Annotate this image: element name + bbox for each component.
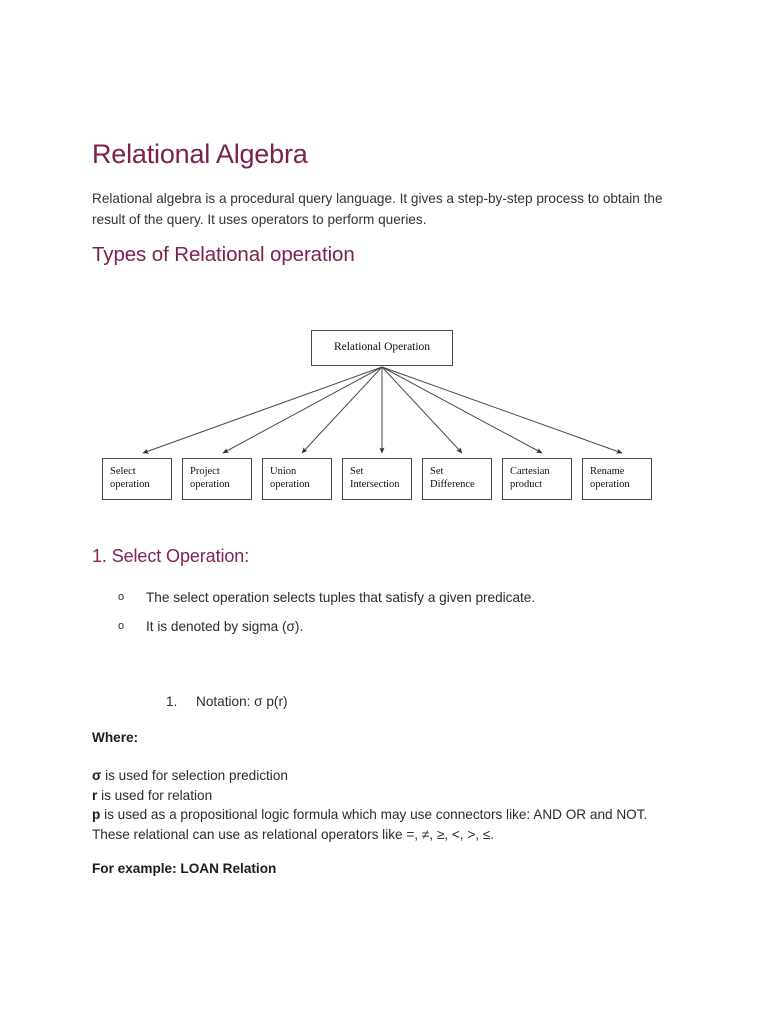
diagram-node-set-difference: Set Difference <box>422 458 492 500</box>
diagram-node-project-operation: Project operation <box>182 458 252 500</box>
page-title: Relational Algebra <box>92 139 308 169</box>
diagram-connectors <box>142 366 623 454</box>
diagram-node-cartesian-product: Cartesian product <box>502 458 572 500</box>
node-label-line2: Difference <box>430 479 475 490</box>
node-label-line1: Rename <box>590 466 625 477</box>
diagram-node-set-intersection: Set Intersection <box>342 458 412 500</box>
node-label-line2: product <box>510 479 543 490</box>
diagram-node-root: Relational Operation <box>311 330 453 366</box>
definition-line: r is used for relation <box>92 786 672 806</box>
example-label: For example: LOAN Relation <box>92 861 277 876</box>
definition-symbol: r <box>92 787 98 803</box>
where-label: Where: <box>92 730 139 745</box>
section-heading-types: Types of Relational operation <box>92 243 355 266</box>
list-item-text: The select operation selects tuples that… <box>146 590 536 605</box>
node-label-line1: Union <box>270 466 297 477</box>
node-label-line2: Intersection <box>350 479 400 490</box>
list-item: 1. Notation: σ p(r) <box>166 692 288 711</box>
bullet-marker-icon: o <box>118 620 125 632</box>
node-label-line2: operation <box>270 479 310 490</box>
diagram-node-rename-operation: Rename operation <box>582 458 652 500</box>
node-label-line1: Project <box>190 466 220 477</box>
select-operation-bullet-list: o The select operation selects tuples th… <box>118 588 658 646</box>
definitions-block: σ is used for selection prediction r is … <box>92 766 672 844</box>
node-label-line1: Select <box>110 466 136 477</box>
definition-text: is used for selection prediction <box>101 768 288 783</box>
definition-symbol: p <box>92 807 101 822</box>
bullet-marker-icon: o <box>118 591 125 603</box>
list-number: 1. <box>166 694 178 709</box>
node-label-line1: Set <box>350 466 364 477</box>
node-label-line2: operation <box>190 479 230 490</box>
intro-paragraph: Relational algebra is a procedural query… <box>92 191 663 227</box>
list-item: o It is denoted by sigma (σ). <box>118 617 658 636</box>
diagram-node-select-operation: Select operation <box>102 458 172 500</box>
subsection-heading-select-operation: 1. Select Operation: <box>92 546 250 566</box>
node-label-line1: Set <box>430 466 444 477</box>
diagram-node-union-operation: Union operation <box>262 458 332 500</box>
definition-text: is used for relation <box>97 787 213 803</box>
notation-text: Notation: σ p(r) <box>196 694 288 709</box>
list-item: o The select operation selects tuples th… <box>118 588 658 607</box>
node-label-line2: operation <box>590 479 630 490</box>
definition-symbol: σ <box>92 768 102 783</box>
definition-line: σ is used for selection prediction <box>92 766 672 786</box>
definition-text: is used as a propositional logic formula… <box>92 807 648 842</box>
definition-line: p is used as a propositional logic formu… <box>92 805 672 844</box>
node-label-line2: operation <box>110 479 150 490</box>
relational-operation-diagram: Relational Operation Select operation Pr… <box>92 325 682 510</box>
node-label-line1: Cartesian <box>510 466 550 477</box>
list-item-text: It is denoted by sigma (σ). <box>146 619 304 634</box>
notation-list: 1. Notation: σ p(r) <box>166 692 288 711</box>
